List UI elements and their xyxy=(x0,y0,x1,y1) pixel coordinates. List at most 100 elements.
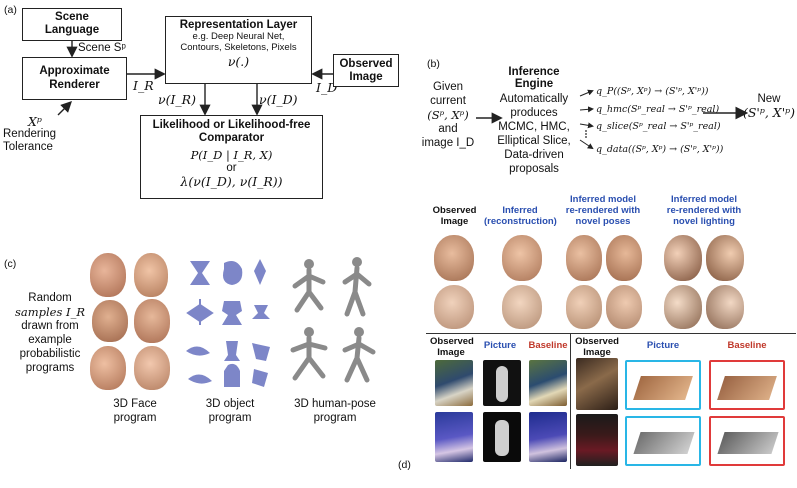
rendering-tolerance: Rendering Tolerance xyxy=(3,128,56,154)
samples-line1: Random xyxy=(28,292,72,304)
engine-line2: produces xyxy=(510,107,558,119)
d-header-inferred: Inferred (reconstruction) xyxy=(484,205,557,227)
d-header-novel-lighting: Inferred model re-rendered with novel li… xyxy=(660,194,748,227)
object-sample xyxy=(190,261,210,285)
picture-skater-render xyxy=(483,412,521,462)
novel-lighting-face xyxy=(664,235,702,281)
object-samples xyxy=(186,259,270,387)
lik-title-line1: Likelihood or Likelihood-free xyxy=(152,119,311,131)
arrow-tolerance xyxy=(57,101,72,116)
object-sample xyxy=(186,299,214,325)
render-silhouette xyxy=(496,366,508,402)
given-block: Given current (Sᵖ, Xᵖ) and image I_D xyxy=(419,80,477,150)
scene-language-line2: Language xyxy=(44,24,100,36)
d-header-inferred-line2: (reconstruction) xyxy=(484,216,557,227)
panel-b-label: (b) xyxy=(427,58,440,70)
picture-bottle-render xyxy=(625,416,701,466)
scene-symbol: Scene Sᵖ xyxy=(78,42,126,54)
xrho-label: Xᵖ xyxy=(28,114,42,129)
object-caption-line1: 3D object xyxy=(205,398,255,410)
engine-line4: Elliptical Slice, xyxy=(497,135,571,147)
face-sample xyxy=(134,299,170,343)
observed-line2: Image xyxy=(349,71,383,83)
divider-horizontal xyxy=(426,333,796,334)
object-sample xyxy=(254,259,266,285)
pose-samples xyxy=(290,257,376,383)
dr-header-observed-line1: Observed xyxy=(575,336,619,347)
face-sample xyxy=(90,253,126,297)
pose-sample xyxy=(292,259,326,313)
render-surface xyxy=(633,376,693,400)
divider-vertical xyxy=(570,334,571,469)
rep-sub-line2: Contours, Skeletons, Pixels xyxy=(180,42,297,53)
dr-header-baseline: Baseline xyxy=(727,340,767,351)
d-header-poses-line3: novel poses xyxy=(575,216,631,227)
object-sample xyxy=(223,261,243,285)
pose-sample xyxy=(342,327,376,383)
id-label: I_D xyxy=(316,80,338,95)
engine-line6: proposals xyxy=(509,163,559,175)
scene-language-line1: Scene xyxy=(55,11,89,23)
render-silhouette xyxy=(495,420,509,456)
baseline-football xyxy=(529,360,567,406)
d-header-observed-line1: Observed xyxy=(432,205,477,216)
face-sample xyxy=(92,300,128,342)
object-sample xyxy=(224,341,240,361)
d-header-observed: Observed Image xyxy=(427,205,482,227)
object-sample xyxy=(222,301,242,325)
object-sample xyxy=(224,363,240,387)
given-line4: and xyxy=(438,123,458,135)
new-block: New (S'ᵖ, X'ᵖ) xyxy=(741,93,797,120)
dl-header-observed-line2: Image xyxy=(437,347,465,358)
lik-title-line2: Comparator xyxy=(198,132,265,144)
object-caption-line2: program xyxy=(208,412,252,424)
proposal-qslice: q_slice(Sᵖ_real → S'ᵖ_real) xyxy=(596,121,721,132)
panel-a-label: (a) xyxy=(4,4,17,16)
face-sample xyxy=(134,346,170,390)
observed-face xyxy=(434,235,474,281)
engine-title: Inference Engine xyxy=(508,66,560,90)
render-surface xyxy=(717,376,777,400)
d-header-lighting-line2: re-rendered with xyxy=(666,205,742,216)
reconstructed-face xyxy=(502,235,542,281)
given-line3: (Sᵖ, Xᵖ) xyxy=(427,108,469,122)
panel-b-arrows xyxy=(476,89,749,150)
d-header-lighting-line3: novel lighting xyxy=(673,216,735,227)
pose-caption-line1: 3D human-pose xyxy=(294,398,376,410)
novel-pose-face xyxy=(566,235,602,281)
observed-skater-photo xyxy=(435,412,473,462)
panel-d-label: (d) xyxy=(398,459,411,471)
proposal-qhmc: q_hmc(Sᵖ_real → S'ᵖ_real) xyxy=(596,104,720,115)
reconstructed-face xyxy=(502,285,542,329)
new-label: New xyxy=(757,93,781,105)
likelihood-box: Likelihood or Likelihood-free Comparator… xyxy=(140,115,323,199)
face-program-caption: 3D Face program xyxy=(95,397,175,425)
d-header-observed-line2: Image xyxy=(440,216,469,227)
lik-or: or xyxy=(226,162,237,174)
observed-football-photo xyxy=(435,360,473,406)
face-sample xyxy=(134,253,168,297)
given-line2: current xyxy=(430,95,466,107)
approx-renderer-line2: Renderer xyxy=(49,79,100,91)
nu-ir-label: ν(I_R) xyxy=(158,92,196,107)
nu-id-label: ν(I_D) xyxy=(259,92,298,107)
observed-face xyxy=(434,285,474,329)
observed-line1: Observed xyxy=(339,58,393,70)
proposal-qdata: q_data((Sᵖ, Xᵖ) → (S'ᵖ, X'ᵖ)) xyxy=(596,144,724,155)
engine-line1: Automatically xyxy=(499,93,569,105)
random-samples-text: Random samples I_R drawn from example pr… xyxy=(14,291,86,375)
panel-a-arrows xyxy=(57,41,333,116)
dl-header-observed: Observed Image xyxy=(430,336,474,358)
observed-wine-glass-photo xyxy=(576,358,618,410)
samples-line3: drawn from xyxy=(21,320,79,332)
novel-pose-face xyxy=(606,285,642,329)
baseline-glass-render xyxy=(709,360,785,410)
dl-header-observed-line1: Observed xyxy=(430,336,474,347)
tolerance-line1: Rendering xyxy=(3,128,57,140)
object-sample xyxy=(252,305,270,319)
tolerance-line2: Tolerance xyxy=(3,141,53,153)
face-caption-line1: 3D Face xyxy=(113,398,157,410)
object-program-caption: 3D object program xyxy=(190,397,270,425)
baseline-bottle-render xyxy=(709,416,785,466)
